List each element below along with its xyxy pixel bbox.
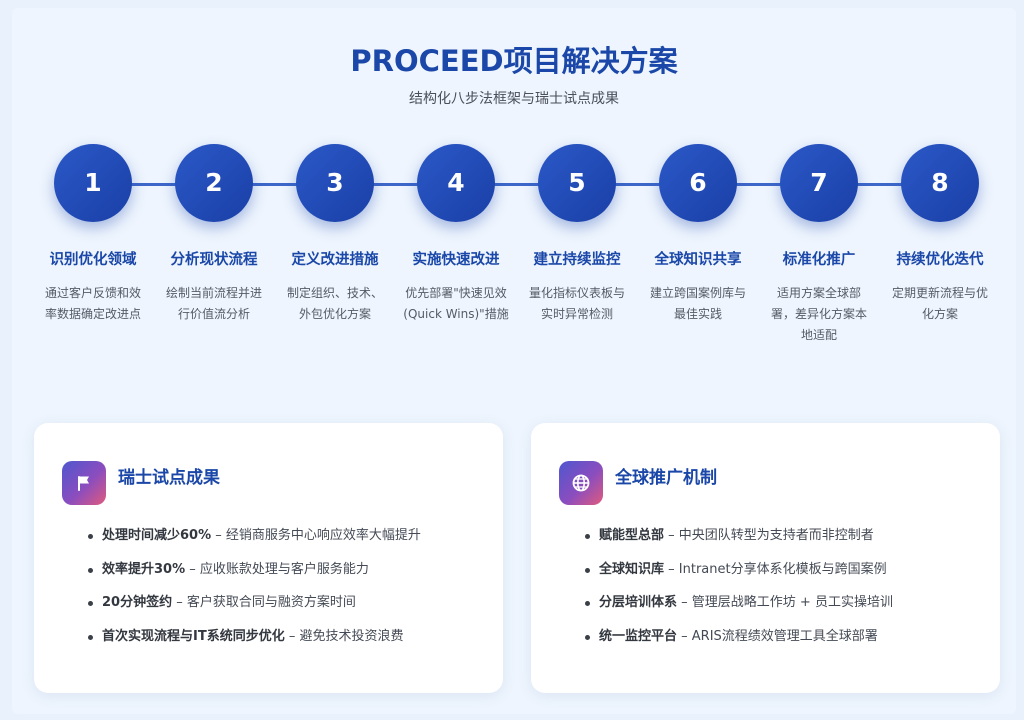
pilot-results-card: 瑞士试点成果 处理时间减少60% – 经销商服务中心响应效率大幅提升 效率提升3… xyxy=(34,423,503,693)
item-highlight: 20分钟签约 xyxy=(102,595,173,610)
step-title: 标准化推广 xyxy=(782,252,856,268)
list-item: 效率提升30% – 应收账款处理与客户服务能力 xyxy=(88,559,421,581)
page-subtitle: 结构化八步法框架与瑞士试点成果 xyxy=(409,91,619,107)
step-number-badge: 2 xyxy=(175,144,253,222)
step-title: 建立持续监控 xyxy=(533,252,621,268)
page-container: PROCEED项目解决方案 结构化八步法框架与瑞士试点成果 1 识别优化领域 通… xyxy=(12,8,1016,714)
page-title: PROCEED项目解决方案 xyxy=(350,44,678,78)
step-description: 定期更新流程与优化方案 xyxy=(891,286,988,321)
step-4: 4 实施快速改进 优先部署"快速见效(Quick Wins)"措施 xyxy=(400,144,512,325)
item-highlight: 效率提升30% xyxy=(102,561,186,577)
globe-icon xyxy=(559,461,603,505)
step-title: 识别优化领域 xyxy=(49,252,137,268)
timeline-connector xyxy=(94,183,940,186)
item-highlight: 处理时间减少60% xyxy=(102,528,212,543)
step-title: 定义改进措施 xyxy=(291,252,379,268)
item-text: – Intranet分享体系化模板与跨国案例 xyxy=(664,561,887,577)
step-description: 建立跨国案例库与最佳实践 xyxy=(649,286,746,321)
global-rollout-card: 全球推广机制 赋能型总部 – 中央团队转型为支持者而非控制者 全球知识库 – I… xyxy=(531,423,1000,693)
list-item: 全球知识库 – Intranet分享体系化模板与跨国案例 xyxy=(585,559,893,581)
step-number-badge: 3 xyxy=(296,144,374,222)
flag-icon xyxy=(62,461,106,505)
list-item: 统一监控平台 – ARIS流程绩效管理工具全球部署 xyxy=(585,626,893,648)
item-text: – ARIS流程绩效管理工具全球部署 xyxy=(677,628,878,644)
step-8: 8 持续优化迭代 定期更新流程与优化方案 xyxy=(884,144,996,325)
step-description: 适用方案全球部署，差异化方案本地适配 xyxy=(770,286,867,342)
step-5: 5 建立持续监控 量化指标仪表板与实时异常检测 xyxy=(521,144,633,325)
item-highlight: 赋能型总部 xyxy=(599,528,665,543)
step-7: 7 标准化推广 适用方案全球部署，差异化方案本地适配 xyxy=(763,144,875,346)
step-number-badge: 6 xyxy=(659,144,737,222)
step-3: 3 定义改进措施 制定组织、技术、外包优化方案 xyxy=(279,144,391,325)
item-text: – 中央团队转型为支持者而非控制者 xyxy=(664,528,874,543)
item-highlight: 全球知识库 xyxy=(599,561,665,577)
step-number-badge: 7 xyxy=(780,144,858,222)
list-item: 处理时间减少60% – 经销商服务中心响应效率大幅提升 xyxy=(88,525,421,547)
item-highlight: 分层培训体系 xyxy=(599,595,678,610)
step-description: 优先部署"快速见效(Quick Wins)"措施 xyxy=(403,286,509,321)
step-description: 通过客户反馈和效率数据确定改进点 xyxy=(44,286,141,321)
step-title: 持续优化迭代 xyxy=(896,252,984,268)
step-number-badge: 4 xyxy=(417,144,495,222)
list-item: 20分钟签约 – 客户获取合同与融资方案时间 xyxy=(88,592,421,614)
step-number-badge: 8 xyxy=(901,144,979,222)
step-1: 1 识别优化领域 通过客户反馈和效率数据确定改进点 xyxy=(37,144,149,325)
step-2: 2 分析现状流程 绘制当前流程并进行价值流分析 xyxy=(158,144,270,325)
item-highlight: 首次实现流程与IT系统同步优化 xyxy=(102,628,285,644)
global-rollout-list: 赋能型总部 – 中央团队转型为支持者而非控制者 全球知识库 – Intranet… xyxy=(585,525,893,659)
step-description: 量化指标仪表板与实时异常检测 xyxy=(528,286,625,321)
item-text: – 客户获取合同与融资方案时间 xyxy=(172,595,356,610)
list-item: 首次实现流程与IT系统同步优化 – 避免技术投资浪费 xyxy=(88,626,421,648)
item-text: – 经销商服务中心响应效率大幅提升 xyxy=(211,528,421,543)
item-text: – 管理层战略工作坊 + 员工实操培训 xyxy=(677,595,893,610)
list-item: 分层培训体系 – 管理层战略工作坊 + 员工实操培训 xyxy=(585,592,893,614)
list-item: 赋能型总部 – 中央团队转型为支持者而非控制者 xyxy=(585,525,893,547)
step-title: 全球知识共享 xyxy=(654,252,742,268)
step-number-badge: 1 xyxy=(54,144,132,222)
step-number-badge: 5 xyxy=(538,144,616,222)
step-description: 制定组织、技术、外包优化方案 xyxy=(286,286,383,321)
pilot-results-list: 处理时间减少60% – 经销商服务中心响应效率大幅提升 效率提升30% – 应收… xyxy=(88,525,421,659)
step-title: 分析现状流程 xyxy=(170,252,258,268)
step-title: 实施快速改进 xyxy=(412,252,500,268)
card-title: 全球推广机制 xyxy=(615,468,717,488)
step-description: 绘制当前流程并进行价值流分析 xyxy=(165,286,262,321)
card-title: 瑞士试点成果 xyxy=(118,468,220,488)
item-highlight: 统一监控平台 xyxy=(599,628,678,644)
item-text: – 应收账款处理与客户服务能力 xyxy=(185,561,369,577)
step-6: 6 全球知识共享 建立跨国案例库与最佳实践 xyxy=(642,144,754,325)
item-text: – 避免技术投资浪费 xyxy=(284,628,404,644)
